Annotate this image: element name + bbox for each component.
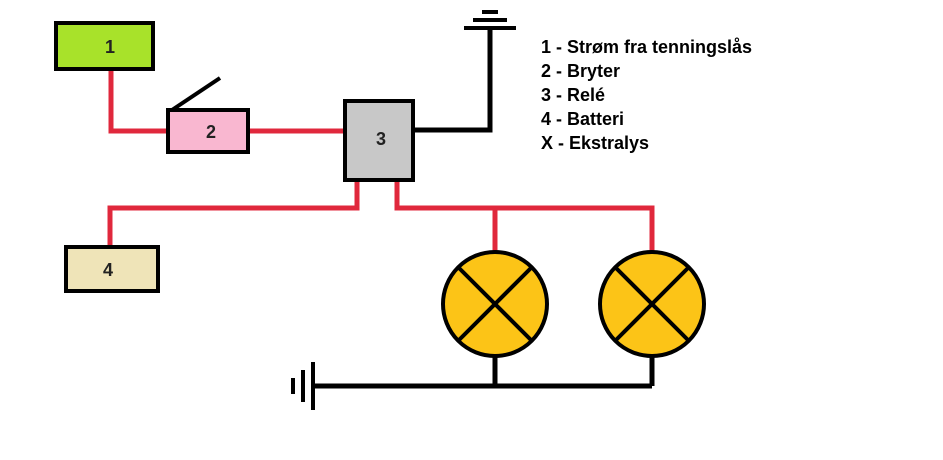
- wire-relay-to-lamps: [394, 177, 655, 257]
- lamp-left-cross-2: [456, 265, 534, 343]
- relay-box: [343, 99, 415, 182]
- ignition-box: [54, 21, 155, 71]
- lamp-right-cross-2: [613, 265, 691, 343]
- relay-label: 3: [376, 129, 386, 149]
- legend-item-extra-lights: X - Ekstralys: [541, 133, 650, 153]
- wire-relay-to-battery: [107, 177, 360, 250]
- power-wires: [107, 66, 655, 257]
- component-relay: 3: [343, 99, 415, 182]
- component-switch: 2: [166, 76, 250, 154]
- ignition-label: 1: [105, 37, 115, 57]
- wire-ignition-to-switch: [108, 66, 171, 134]
- extra-light-left: [441, 250, 549, 358]
- legend-item-relay: 3 - Relé: [541, 85, 606, 105]
- legend: 1 - Strøm fra tenningslås 2 - Bryter 3 -…: [541, 35, 752, 155]
- battery-label: 4: [103, 260, 113, 280]
- switch-lever: [170, 76, 222, 112]
- legend-item-switch: 2 - Bryter: [541, 61, 621, 81]
- extra-light-right: [598, 250, 706, 358]
- wire-relay-to-ground: [413, 26, 493, 133]
- ground-symbol-top: [464, 10, 516, 30]
- ground-symbol-bottom: [291, 362, 315, 410]
- component-battery: 4: [64, 245, 160, 293]
- ground-wires: [313, 26, 655, 389]
- battery-box: [64, 245, 160, 293]
- component-ignition: 1: [54, 21, 155, 71]
- legend-item-battery: 4 - Batteri: [541, 109, 625, 129]
- switch-label: 2: [206, 122, 216, 142]
- switch-box: [166, 108, 250, 154]
- legend-item-ignition: 1 - Strøm fra tenningslås: [541, 37, 753, 57]
